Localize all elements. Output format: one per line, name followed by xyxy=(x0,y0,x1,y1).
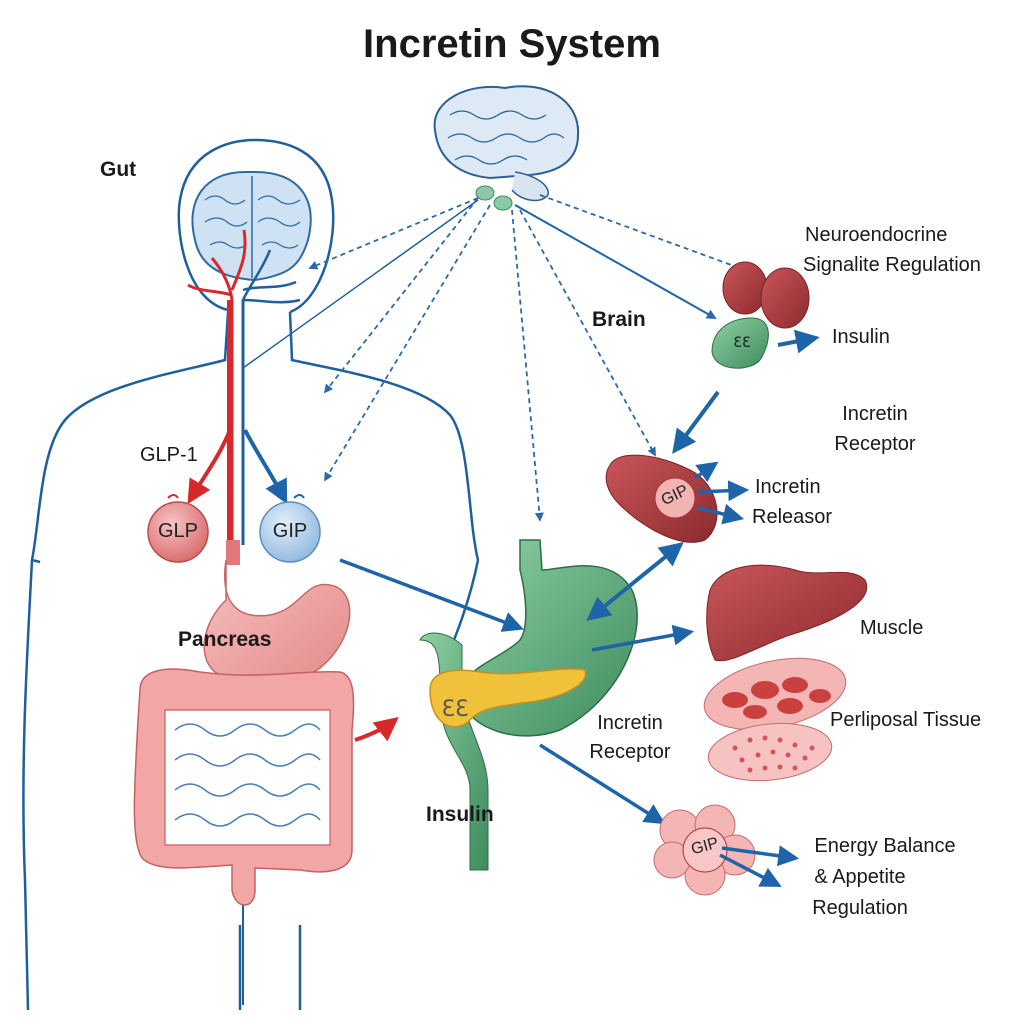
stomach-receptor-bidir xyxy=(586,541,684,622)
top-brain xyxy=(433,85,580,211)
stomach-to-muscle-arrow xyxy=(591,624,695,652)
stomach xyxy=(203,540,351,686)
label-pancreas: Pancreas xyxy=(178,628,272,651)
label-energy-1: Energy Balance xyxy=(814,835,956,857)
red-arrow-pancreas xyxy=(354,717,399,742)
label-periposal: Perliposal Tissue xyxy=(830,709,982,731)
periposal-tissue xyxy=(707,722,833,782)
label-brain: Brain xyxy=(592,308,646,331)
head-brain xyxy=(187,171,312,540)
gip-arrow xyxy=(243,429,288,505)
adipose-cluster xyxy=(653,804,756,896)
neuro-down-arrow xyxy=(672,390,720,454)
label-muscle: Muscle xyxy=(860,617,924,639)
label-incretin-receptor-mid-1: Incretin xyxy=(597,712,663,734)
liver xyxy=(706,564,868,662)
muscle-tissue xyxy=(703,657,847,731)
label-energy-2: & Appetite xyxy=(814,866,906,888)
head-to-brain-line xyxy=(242,199,479,369)
receptor-arrows xyxy=(693,461,750,525)
gip-to-stomach-arrow xyxy=(339,558,524,632)
label-gut: Gut xyxy=(100,158,137,181)
gip-bubble-label: GIP xyxy=(272,520,308,542)
label-energy-3: Regulation xyxy=(812,897,908,919)
label-glp1: GLP-1 xyxy=(140,444,198,466)
label-incretin-receptor-top-1: Incretin xyxy=(842,403,908,425)
label-incretin-receptor-mid-2: Receptor xyxy=(589,741,671,763)
pancreas: ƐƐ xyxy=(429,668,587,728)
glp-bubble xyxy=(147,501,209,563)
gip-receptor-bubble xyxy=(654,477,696,519)
intestines xyxy=(133,668,355,906)
svg-text:ƐƐ: ƐƐ xyxy=(733,335,750,351)
label-neuroendocrine-1: Neuroendocrine xyxy=(805,224,948,246)
stomach-to-adipose-arrow xyxy=(539,743,666,825)
neuroendocrine-organ: ƐƐ xyxy=(711,261,810,369)
label-neuroendocrine-2: Signalite Regulation xyxy=(803,254,981,276)
label-insulin-bottom: Insulin xyxy=(426,803,494,826)
glp-arrow xyxy=(187,429,232,505)
energy-arrows xyxy=(719,845,800,887)
label-incretin-receptor-top-2: Receptor xyxy=(834,433,916,455)
brain-solid-arrow xyxy=(514,204,717,319)
glp-bubble-label: GLP xyxy=(157,520,199,542)
label-incretin-releasor-2: Releasor xyxy=(752,506,833,528)
label-insulin-right: Insulin xyxy=(832,326,890,348)
incretin-receptor-organ xyxy=(605,454,718,543)
brain-dashed-signals xyxy=(308,194,747,522)
page-title: Incretin System xyxy=(363,22,661,66)
insulin-arrow-right xyxy=(777,329,820,354)
label-incretin-releasor-1: Incretin xyxy=(755,476,821,498)
svg-text:ƐƐ: ƐƐ xyxy=(441,697,468,722)
body-outline xyxy=(22,138,480,1011)
gip-bubble xyxy=(259,501,321,563)
